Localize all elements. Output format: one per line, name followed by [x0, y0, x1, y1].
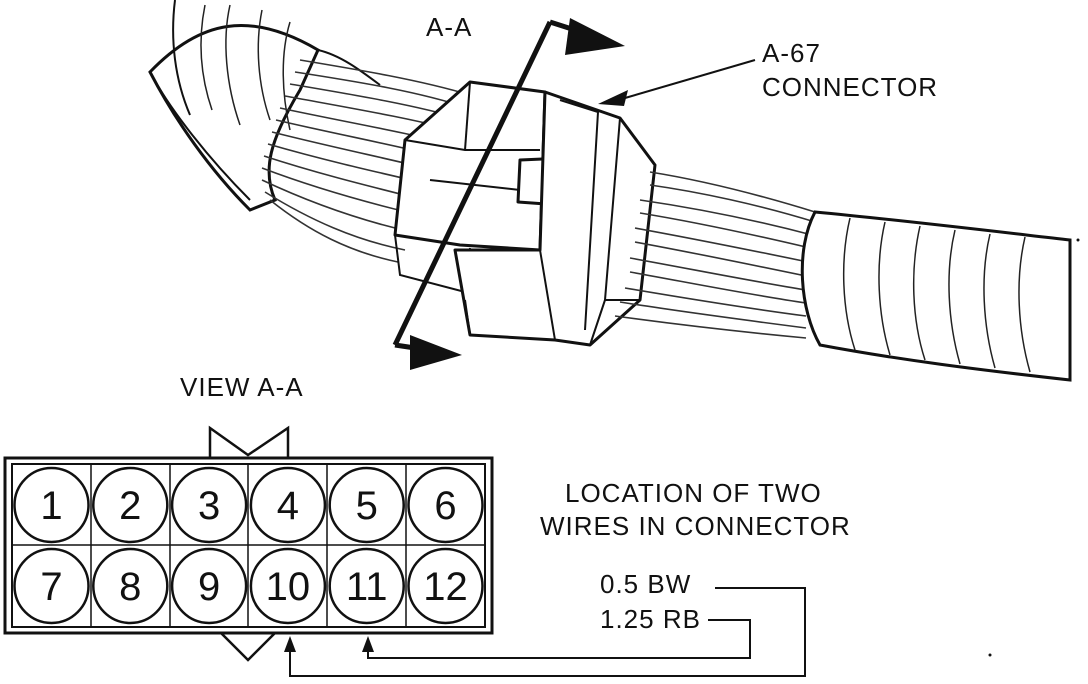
pin-number: 3 [198, 484, 220, 528]
pin-circle [13, 547, 90, 625]
pin-circle [249, 547, 327, 625]
pin-8: 8 [92, 547, 169, 625]
speck [1076, 238, 1080, 242]
view-label: VIEW A-A [180, 372, 304, 402]
arrow-lower-icon [410, 335, 462, 370]
pin-circle [407, 547, 484, 625]
pin-circle [249, 466, 327, 544]
connector-callout-line1: A-67 [762, 38, 821, 68]
location-title-line1: LOCATION OF TWO [565, 478, 822, 508]
pin-number: 8 [119, 565, 141, 609]
key-tab-top [208, 425, 290, 460]
pin-4: 4 [249, 466, 327, 544]
pin-9: 9 [170, 547, 248, 625]
pin-number: 6 [434, 484, 456, 528]
pin-6: 6 [407, 466, 484, 544]
pin-11: 11 [328, 547, 405, 625]
a67-connector-body [393, 80, 657, 347]
pin-1: 1 [13, 466, 90, 544]
arrow-upper-icon [565, 18, 625, 55]
pin-circle [170, 466, 248, 544]
pin-number: 2 [119, 484, 141, 528]
pin-7: 7 [13, 547, 90, 625]
wire-route-bw [284, 587, 806, 677]
pin-3: 3 [170, 466, 248, 544]
callout-leader [598, 59, 756, 106]
location-title-line2: WIRES IN CONNECTOR [540, 511, 851, 541]
pin-number: 10 [266, 565, 311, 609]
pin-number: 11 [346, 565, 388, 609]
pin-2: 2 [92, 466, 169, 544]
pin-circle [328, 466, 405, 544]
wire-label-2: 1.25 RB [600, 604, 701, 634]
key-tab-bottom [216, 630, 280, 662]
arrow-pin11-icon [362, 636, 374, 652]
connector-callout-line2: CONNECTOR [762, 72, 938, 102]
pin-10: 10 [249, 547, 327, 625]
wire-route-rb [362, 619, 751, 659]
pin-circle [407, 466, 484, 544]
pin-number: 5 [356, 484, 378, 528]
right-wire-fan [614, 171, 816, 339]
arrow-pin10-icon [284, 636, 296, 652]
section-label: A-A [426, 12, 472, 42]
pin-number: 7 [40, 565, 62, 609]
pin-number: 9 [198, 565, 220, 609]
right-harness [800, 210, 1072, 382]
wire-label-1: 0.5 BW [600, 569, 691, 599]
pin-circle [92, 547, 169, 625]
pin-number: 4 [277, 484, 299, 528]
speck [988, 653, 992, 657]
pin-number: 1 [40, 484, 62, 528]
pin-circle [13, 466, 90, 544]
pin-5: 5 [328, 466, 405, 544]
section-cut-line [392, 18, 625, 370]
pin-circle [170, 547, 248, 625]
pin-12: 12 [407, 547, 484, 625]
pin-circle [328, 547, 405, 625]
pin-number: 12 [423, 565, 468, 609]
pin-circle [92, 466, 169, 544]
